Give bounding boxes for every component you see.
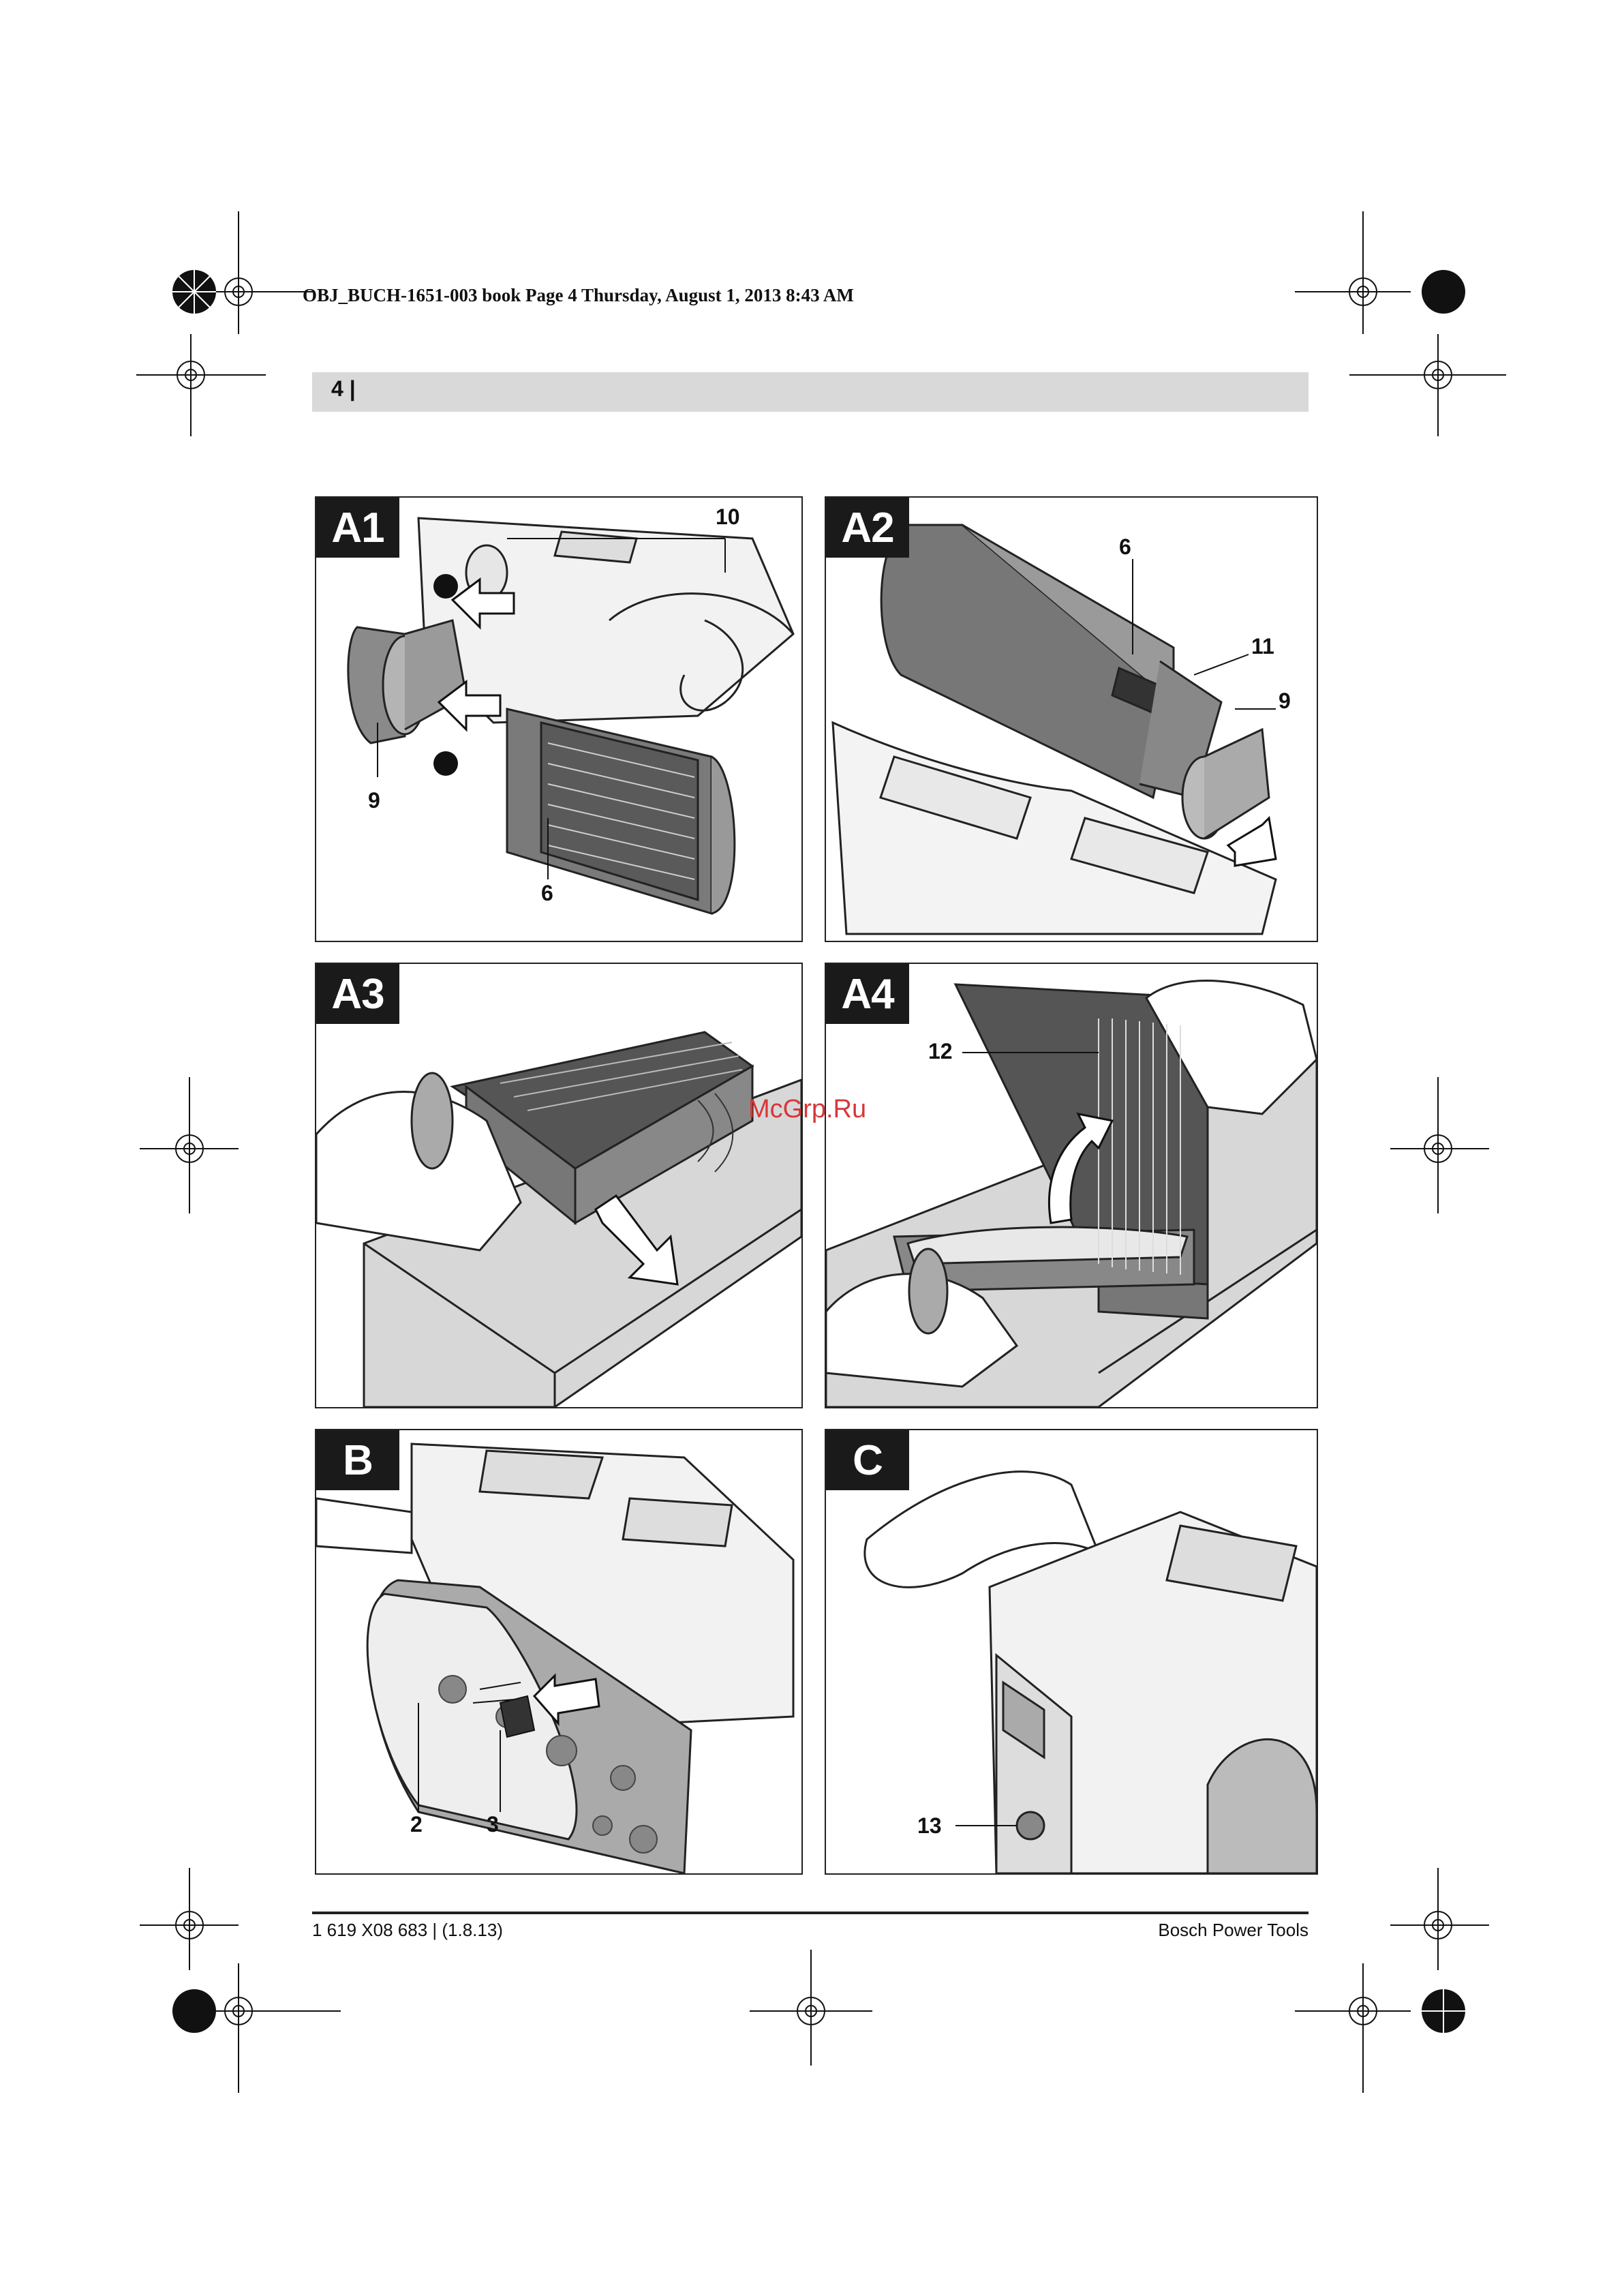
callout-9: 9: [368, 788, 380, 813]
figure-a3-illustration: [316, 964, 801, 1407]
registration-mark-icon: [1281, 205, 1513, 341]
panel-tag-a2: A2: [826, 498, 909, 558]
registration-mark-icon: [109, 205, 477, 341]
panel-tag-c: C: [826, 1430, 909, 1490]
panel-tag-a1: A1: [316, 498, 399, 558]
callout-6: 6: [1119, 534, 1131, 560]
footer-doc-code: 1 619 X08 683 | (1.8.13): [312, 1920, 503, 1941]
callout-11: 11: [1251, 634, 1274, 659]
registration-mark-icon: [150, 1963, 354, 2100]
callout-13: 13: [917, 1813, 942, 1839]
page-number: 4 |: [331, 376, 356, 402]
figure-panel-a4: A4 12: [825, 963, 1318, 1408]
footer-rule: [312, 1912, 1309, 1914]
callout-2: 2: [410, 1812, 423, 1837]
figure-a2-illustration: [826, 498, 1317, 941]
page-header-band: [312, 372, 1309, 412]
figure-panel-b: B 2 3: [315, 1429, 803, 1875]
figure-panel-a3: A3: [315, 963, 803, 1408]
callout-3: 3: [487, 1812, 499, 1837]
watermark-text: McGrp.Ru: [748, 1095, 866, 1124]
figure-a4-illustration: [826, 964, 1317, 1407]
panel-tag-a4: A4: [826, 964, 909, 1024]
footer-brand: Bosch Power Tools: [1158, 1920, 1309, 1941]
callout-12: 12: [928, 1039, 953, 1064]
figure-c-illustration: [826, 1430, 1317, 1873]
callout-9: 9: [1279, 689, 1291, 714]
crosshair-icon: [1383, 1868, 1493, 1977]
callout-6: 6: [541, 881, 553, 906]
panel-tag-a3: A3: [316, 964, 399, 1024]
figure-panel-c: C 13: [825, 1429, 1318, 1875]
crosshair-icon: [1349, 334, 1513, 443]
registration-mark-icon: [1281, 1963, 1513, 2100]
crosshair-icon: [743, 1950, 879, 2072]
figure-b-illustration: [316, 1430, 801, 1873]
crosshair-icon: [116, 334, 266, 443]
callout-10: 10: [716, 504, 740, 530]
figure-a1-illustration: [316, 498, 801, 941]
crosshair-icon: [1383, 1077, 1493, 1220]
figure-panel-a1: A1 10 9 6: [315, 496, 803, 942]
panel-tag-b: B: [316, 1430, 399, 1490]
crosshair-icon: [136, 1868, 245, 1977]
figure-panel-a2: A2 6 11 9: [825, 496, 1318, 942]
crosshair-icon: [136, 1077, 245, 1220]
book-header-line: OBJ_BUCH-1651-003 book Page 4 Thursday, …: [303, 285, 854, 306]
